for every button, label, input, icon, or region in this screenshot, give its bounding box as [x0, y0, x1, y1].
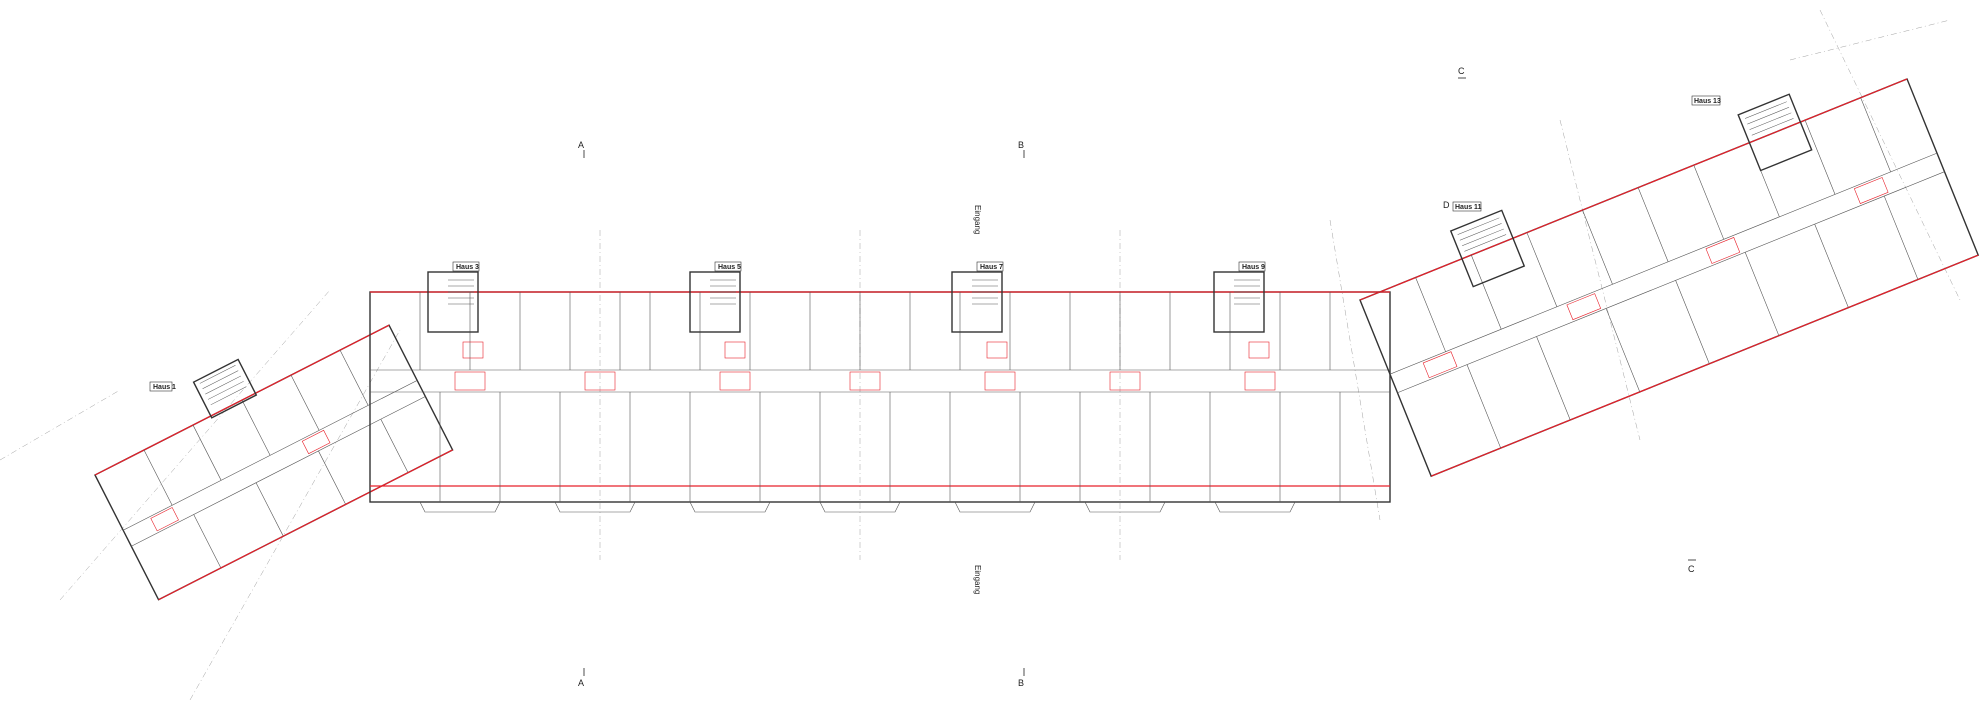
- house-label-9: Haus 9: [1242, 264, 1265, 271]
- section-a-top: A: [578, 140, 584, 150]
- left-wing: [94, 324, 454, 601]
- entrance-top: Eingang: [973, 205, 982, 234]
- section-c-top: C: [1458, 66, 1465, 76]
- house-label-13: Haus 13: [1694, 98, 1721, 105]
- house-label-3: Haus 3: [456, 264, 479, 271]
- house-label-1: Haus 1: [153, 384, 176, 391]
- section-c-bottom: C: [1688, 564, 1695, 574]
- house-labels: Haus 1 Haus 3 Haus 5 Haus 7 Haus 9 Haus …: [149, 95, 1721, 392]
- house-label-7: Haus 7: [980, 264, 1003, 271]
- central-block: [369, 271, 1391, 513]
- house-label-5: Haus 5: [718, 264, 741, 271]
- section-b-top: B: [1018, 140, 1024, 150]
- section-markers: A A B B C C D: [578, 66, 1696, 688]
- section-d: D: [1443, 200, 1450, 210]
- section-b-bottom: B: [1018, 678, 1024, 688]
- right-wing: [1359, 78, 1980, 478]
- entrance-labels: Eingang Eingang: [973, 205, 982, 594]
- stair-cores: [427, 271, 1270, 359]
- house-label-11: Haus 11: [1455, 204, 1482, 211]
- axis-lines: [0, 9, 1961, 701]
- entrance-bottom: Eingang: [973, 565, 982, 594]
- section-a-bottom: A: [578, 678, 584, 688]
